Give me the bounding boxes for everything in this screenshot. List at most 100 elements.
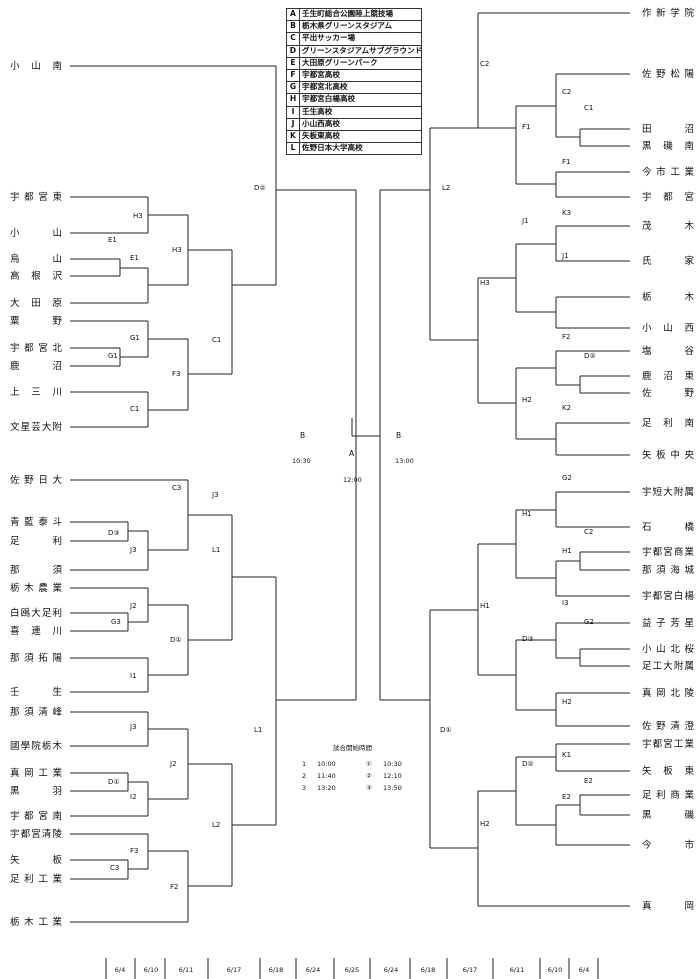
node-label: K3 bbox=[562, 209, 571, 217]
right-team-name: 黒磯 bbox=[642, 809, 694, 821]
match-date: 6/11 bbox=[179, 966, 194, 974]
legend-venue: グリーンスタジアムサブグラウンド bbox=[301, 45, 421, 55]
node-label: E1 bbox=[108, 236, 117, 244]
legend-key: K bbox=[287, 130, 300, 143]
right-team-name: 作新学院 bbox=[642, 7, 694, 19]
right-team-name: 氏家 bbox=[642, 255, 694, 267]
left-team-name: 宇都宮東 bbox=[10, 191, 62, 203]
left-team-name: 喜連川 bbox=[10, 625, 62, 637]
legend-venue: 大田原グリーンパーク bbox=[302, 57, 378, 67]
start-time-value2: 10:30 bbox=[383, 760, 402, 768]
node-label: I1 bbox=[130, 672, 137, 680]
legend-venue: 矢板東高校 bbox=[302, 130, 340, 140]
match-date: 6/10 bbox=[548, 966, 563, 974]
right-team-name: 佐野松陽 bbox=[642, 68, 694, 80]
legend-venue: 宇都宮白楊高校 bbox=[302, 94, 356, 104]
node-label: E2 bbox=[562, 793, 571, 801]
left-team-name: 栃木工業 bbox=[10, 916, 62, 928]
node-label: J2 bbox=[169, 760, 177, 768]
match-date: 6/18 bbox=[421, 966, 436, 974]
node-label: H1 bbox=[562, 547, 572, 555]
legend-key: L bbox=[287, 143, 300, 155]
node-label: D② bbox=[522, 760, 534, 768]
node-label: K2 bbox=[562, 404, 571, 412]
legend-key: A bbox=[287, 9, 300, 21]
node-label: D③ bbox=[108, 529, 120, 537]
left-team-name: 國學院栃木 bbox=[10, 740, 62, 752]
node-label: D② bbox=[584, 352, 596, 360]
node-label: G1 bbox=[108, 352, 118, 360]
legend-key: F bbox=[287, 69, 300, 82]
legend-key: E bbox=[287, 57, 300, 69]
start-time-value2: 12:10 bbox=[383, 772, 402, 780]
left-team-name: 烏山 bbox=[10, 253, 62, 265]
start-times-title: 試合開始時間 bbox=[333, 743, 372, 752]
right-team-name: 矢板中央 bbox=[642, 449, 694, 461]
start-time-value: 11:40 bbox=[317, 772, 336, 780]
node-label: L1 bbox=[254, 726, 262, 734]
start-time-value2: 13:50 bbox=[383, 784, 402, 792]
node-label: G2 bbox=[562, 474, 572, 482]
right-team-name: 栃木 bbox=[642, 291, 694, 303]
start-time-mark: ③ bbox=[366, 784, 372, 792]
node-label: E2 bbox=[584, 777, 593, 785]
node-label: C3 bbox=[172, 484, 181, 492]
left-team-name: 那須 bbox=[10, 565, 62, 576]
node-label: D① bbox=[108, 778, 120, 786]
match-date: 6/25 bbox=[345, 966, 360, 974]
node-label: H3 bbox=[480, 279, 490, 287]
node-label: K1 bbox=[562, 751, 571, 759]
node-label: F2 bbox=[562, 333, 570, 341]
legend-venue: 壬生高校 bbox=[302, 106, 333, 116]
node-label: H2 bbox=[522, 396, 532, 404]
right-team-name: 真岡北陵 bbox=[642, 687, 694, 699]
node-label: C3 bbox=[110, 864, 119, 872]
node-label: D① bbox=[170, 636, 182, 644]
node-label: L1 bbox=[212, 546, 220, 554]
node-label: H3 bbox=[133, 212, 143, 220]
right-team-name: 佐野 bbox=[642, 387, 694, 399]
right-team-name: 小山西 bbox=[642, 323, 694, 334]
right-team-name: 宇都宮工業 bbox=[642, 738, 694, 750]
left-team-name: 那須清峰 bbox=[10, 706, 62, 718]
left-team-name: 鹿沼 bbox=[10, 360, 62, 372]
right-team-name: 足利南 bbox=[642, 417, 694, 429]
node-label: H3 bbox=[172, 246, 182, 254]
left-team-name: 那須拓陽 bbox=[10, 652, 62, 664]
right-team-name: 矢板東 bbox=[642, 765, 694, 777]
legend-venue: 栃木県グリーンスタジアム bbox=[302, 21, 393, 31]
match-date: 6/24 bbox=[384, 966, 399, 974]
node-label: C1 bbox=[130, 405, 139, 413]
legend-venue: 壬生町総合公園陸上競技場 bbox=[302, 9, 394, 18]
node-label: C2 bbox=[584, 528, 593, 536]
left-team-name: 壬生 bbox=[10, 686, 62, 698]
node-label: I2 bbox=[130, 793, 137, 801]
right-team-name: 鹿沼東 bbox=[642, 370, 694, 382]
node-label: H2 bbox=[562, 698, 572, 706]
node-label: J1 bbox=[521, 217, 529, 225]
match-date: 6/4 bbox=[115, 966, 125, 974]
left-team-name: 青藍泰斗 bbox=[10, 516, 62, 528]
node-label: J3 bbox=[129, 723, 137, 731]
left-team-name: 小山南 bbox=[10, 60, 62, 72]
node-label: F3 bbox=[172, 370, 180, 378]
node-label: I3 bbox=[562, 599, 569, 607]
legend-key: D bbox=[287, 45, 300, 57]
left-team-name: 佐野日大 bbox=[10, 474, 62, 486]
match-date: 6/11 bbox=[510, 966, 525, 974]
node-label: C2 bbox=[480, 60, 489, 68]
node-label: H1 bbox=[522, 510, 532, 518]
legend-venue: 宇都宮北高校 bbox=[302, 82, 348, 92]
right-team-name: 宇都宮白楊 bbox=[642, 590, 694, 602]
